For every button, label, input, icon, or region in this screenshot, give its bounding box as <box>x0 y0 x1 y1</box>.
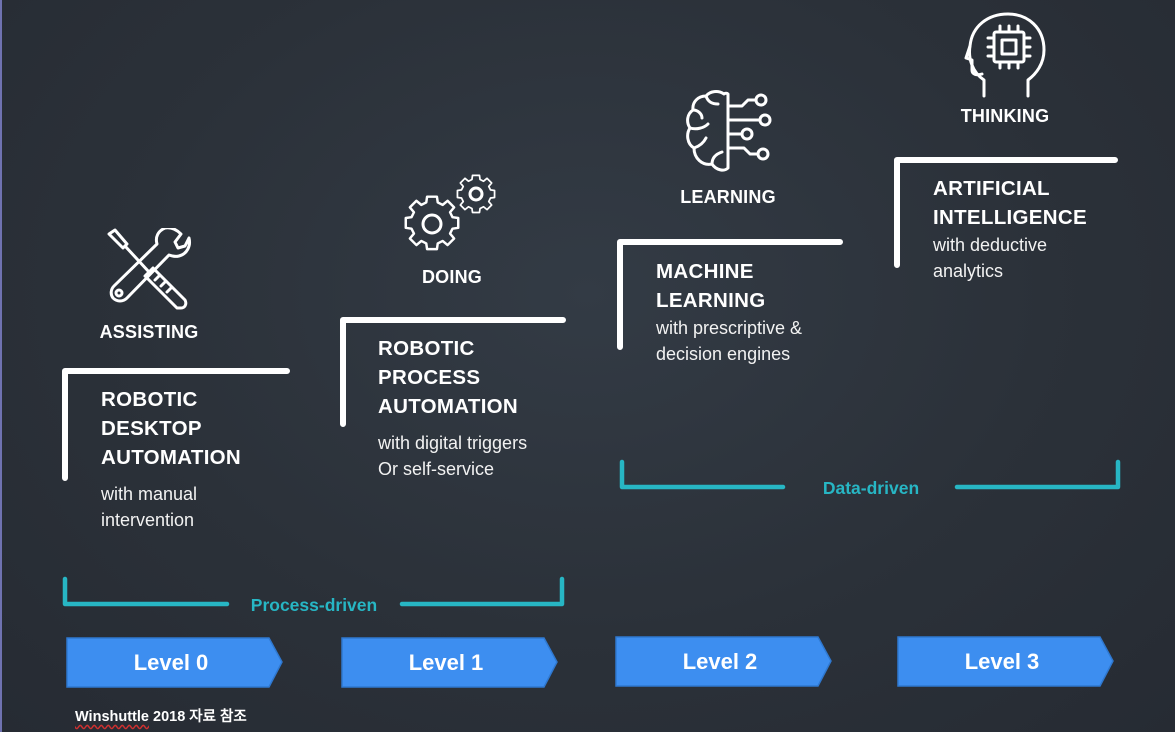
description-line: with manual <box>101 484 198 504</box>
level-2-box: Level 2 <box>615 636 833 688</box>
step-bracket-2 <box>617 239 843 350</box>
head-chip-icon <box>964 10 1048 98</box>
title-line: ARTIFICIAL <box>933 177 1050 200</box>
title-line: AUTOMATION <box>378 395 519 418</box>
stage-label-thinking: THINKING <box>960 106 1050 126</box>
step-bracket-0 <box>62 368 290 481</box>
data-driven-bracket <box>619 459 1121 490</box>
stage-title-2: MACHINE LEARNING <box>656 257 765 315</box>
title-line: PROCESS <box>378 366 481 389</box>
description-line: with deductive <box>933 235 1048 255</box>
pentagon-shape <box>897 636 1114 687</box>
level-0-label: Level 0 <box>133 650 209 675</box>
description-line: Or self-service <box>378 459 495 479</box>
level-1-label: Level 1 <box>408 650 484 675</box>
title-line: LEARNING <box>656 289 766 312</box>
stage-title-1: ROBOTIC PROCESS AUTOMATION <box>378 334 518 421</box>
process-driven-bracket <box>62 576 565 607</box>
source-brand: Winshuttle <box>75 709 149 725</box>
description-line: intervention <box>101 510 195 530</box>
stage-label-assisting: ASSISTING <box>99 322 199 342</box>
pentagon-shape <box>66 637 283 688</box>
stage-title-0: ROBOTIC DESKTOP AUTOMATION <box>101 385 241 472</box>
description-line: analytics <box>933 261 1004 281</box>
stage-description-1: with digital triggers Or self-service <box>378 430 527 482</box>
title-line: INTELLIGENCE <box>933 206 1087 229</box>
title-line: DESKTOP <box>101 417 202 440</box>
tools-icon <box>105 228 193 310</box>
pentagon-shape <box>615 636 832 687</box>
stage-description-0: with manual intervention <box>101 481 197 533</box>
left-edge-line <box>0 0 2 732</box>
description-line: with digital triggers <box>378 433 528 453</box>
level-3-box: Level 3 <box>897 636 1115 688</box>
description-line: decision engines <box>656 344 791 364</box>
process-driven-label: Process-driven <box>250 595 378 615</box>
stage-label-learning: LEARNING <box>680 187 776 207</box>
level-3-label: Level 3 <box>964 649 1040 674</box>
data-driven-label: Data-driven <box>822 478 920 498</box>
title-line: AUTOMATION <box>101 446 242 469</box>
pentagon-shape <box>341 637 558 688</box>
title-line: ROBOTIC <box>378 337 475 360</box>
level-0-box: Level 0 <box>66 637 284 689</box>
gears-icon <box>402 172 502 256</box>
stage-title-3: ARTIFICIAL INTELLIGENCE <box>933 174 1087 232</box>
stage-description-3: with deductive analytics <box>933 232 1047 284</box>
step-bracket-3 <box>894 157 1118 268</box>
step-bracket-1 <box>340 317 566 427</box>
stage-label-doing: DOING <box>421 267 482 287</box>
description-line: with prescriptive & <box>656 318 803 338</box>
stage-description-2: with prescriptive & decision engines <box>656 315 802 367</box>
level-1-box: Level 1 <box>341 637 559 689</box>
source-rest: 2018 자료 참조 <box>148 709 247 725</box>
level-2-label: Level 2 <box>682 649 758 674</box>
title-line: MACHINE <box>656 260 754 283</box>
title-line: ROBOTIC <box>101 388 198 411</box>
source-note: Winshuttle 2018 자료 참조 <box>75 705 247 726</box>
brain-circuit-icon <box>684 88 772 178</box>
